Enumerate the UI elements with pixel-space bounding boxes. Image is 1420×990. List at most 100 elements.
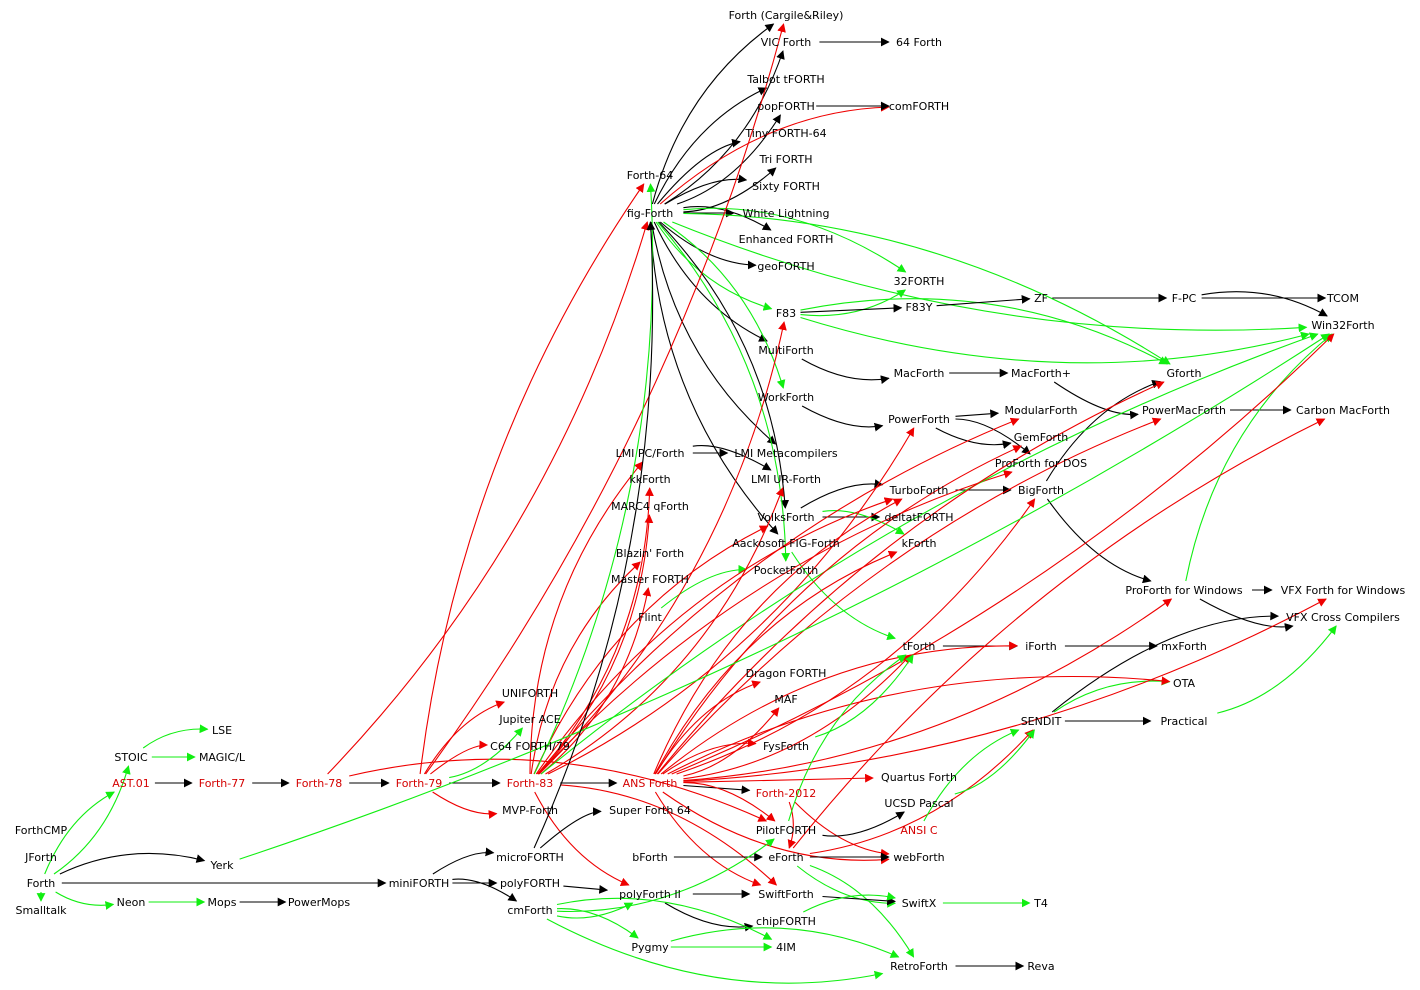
node-neon: Neon	[117, 896, 146, 909]
node-f4im: 4IM	[776, 941, 796, 954]
node-proforthwin: ProForth for Windows	[1125, 584, 1242, 597]
node-lmipc: LMI PC/Forth	[616, 447, 685, 460]
node-ansic: ANSI C	[900, 824, 937, 837]
node-reva: Reva	[1027, 960, 1054, 973]
edge-pygmy-to-retro	[670, 927, 900, 958]
edge-fig-to-popforth	[676, 114, 781, 205]
edge-practical-to-vfxcross	[1217, 625, 1337, 714]
edge-yerk-to-win32	[239, 333, 1330, 860]
edge-eforth-to-sendit	[809, 729, 1034, 855]
edge-forth2012-to-web	[794, 801, 890, 858]
node-tcom: TCOM	[1326, 292, 1359, 305]
edge-forth83-to-master	[540, 587, 652, 775]
edge-fig-to-win32	[672, 221, 1308, 333]
node-ota: OTA	[1173, 677, 1196, 690]
edge-pilot-to-tforth	[788, 654, 907, 822]
edge-forth-to-neon	[55, 891, 115, 910]
edge-forth83-to-win32	[540, 332, 1319, 775]
edge-lmipc-to-lmiur	[692, 445, 772, 471]
node-forth64: Forth-64	[627, 169, 673, 182]
node-smalltalk: Smalltalk	[15, 904, 67, 917]
edge-forth83-to-power	[547, 427, 915, 775]
node-forth78: Forth-78	[296, 777, 342, 790]
edge-fig-to-sixty	[664, 174, 748, 205]
node-lse: LSE	[212, 724, 232, 737]
node-f83y: F83Y	[905, 301, 932, 314]
node-dragon: Dragon FORTH	[746, 667, 827, 680]
edge-ans-to-gforth	[656, 381, 1165, 775]
node-powermops: PowerMops	[288, 896, 350, 909]
edge-ans-to-win32	[671, 333, 1335, 775]
node-micro: microFORTH	[496, 851, 564, 864]
node-lmimeta: LMI Metacompilers	[734, 447, 838, 460]
edge-fig-to-aackosoft	[649, 221, 779, 535]
node-mvp: MVP-Forth	[502, 804, 558, 817]
node-lmiur: LMI UR-Forth	[751, 473, 821, 486]
edge-forth79-to-mvp	[432, 791, 498, 819]
edge-multi-to-macforth	[801, 358, 890, 385]
edge-ans-to-big	[676, 498, 1036, 775]
node-fpc: F-PC	[1172, 292, 1197, 305]
edge-ans-to-maf	[683, 707, 780, 777]
node-magicl: MAGIC/L	[199, 751, 246, 764]
edge-f83-to-win32	[800, 316, 1310, 364]
node-powermac: PowerMacForth	[1142, 404, 1226, 417]
edge-forth79-to-forth64	[419, 183, 645, 775]
node-ucsd: UCSD Pascal	[884, 797, 953, 810]
node-f32: 32FORTH	[894, 275, 945, 288]
edge-fig-to-enhanced	[683, 206, 772, 231]
edge-flint-to-pocket	[660, 564, 748, 609]
node-vic-forth: VIC Forth	[761, 36, 811, 49]
edge-forth83-to-turbo	[535, 497, 894, 775]
node-swiftx: SwiftX	[902, 897, 937, 910]
edge-mini-to-cm	[452, 878, 518, 902]
edge-ans-to-tforth	[683, 654, 912, 780]
edge-forth83-to-marc4	[538, 514, 654, 775]
node-sendit: SENDIT	[1021, 715, 1062, 728]
edge-work-to-power	[801, 405, 884, 432]
node-t4: T4	[1033, 897, 1048, 910]
node-carbon: Carbon MacForth	[1296, 404, 1390, 417]
edge-forth-to-stoic	[53, 765, 131, 875]
edge-f83-to-f83y	[800, 303, 903, 313]
edge-micro-to-superforth	[539, 807, 602, 849]
node-sixty: Sixty FORTH	[752, 180, 820, 193]
edge-ans-to-proforthwin	[683, 598, 1173, 782]
node-ans: ANS Forth	[623, 777, 678, 790]
edge-fig-to-talbot	[653, 87, 768, 205]
node-yerk: Yerk	[210, 859, 235, 872]
edge-forth83-to-blazin	[530, 561, 641, 775]
node-mx: mxForth	[1161, 640, 1207, 653]
edge-forth83-to-polyii	[534, 791, 630, 886]
node-geo: geoFORTH	[757, 260, 814, 273]
node-talbot: Talbot tFORTH	[746, 73, 824, 86]
edge-forth79-to-c64	[430, 740, 489, 775]
edge-forth-to-yerk	[59, 852, 206, 875]
node-forth64c: 64 Forth	[896, 36, 942, 49]
edge-forth78-to-fig	[327, 221, 650, 775]
node-turbo: TurboForth	[889, 484, 949, 497]
edge-fig-to-geo	[659, 221, 757, 270]
node-iforth: iForth	[1025, 640, 1057, 653]
edge-fig-to-tiny	[657, 138, 741, 205]
node-proforthdos: ProForth for DOS	[995, 457, 1087, 470]
edge-sendit-to-ota	[1053, 676, 1171, 713]
edge-ans-to-swift	[654, 791, 762, 887]
edge-fig-to-volks	[658, 221, 790, 509]
node-cm: cmForth	[507, 904, 552, 917]
node-bforth: bForth	[632, 851, 667, 864]
node-fig: fig-Forth	[627, 207, 673, 220]
edge-ans-to-iforth	[660, 641, 1018, 775]
node-work: WorkForth	[758, 391, 814, 404]
node-big: BigForth	[1018, 484, 1064, 497]
edge-forth83-to-kk	[537, 487, 654, 775]
edge-forth79-to-forth-cargile	[425, 23, 786, 775]
node-forth79: Forth-79	[396, 777, 442, 790]
node-gforth: Gforth	[1167, 367, 1202, 380]
edge-ansic-to-sendit	[923, 728, 1020, 822]
edge-macforthp-to-powermac	[1053, 381, 1139, 420]
edge-forth83-to-lmipc	[529, 461, 644, 775]
edge-ans-to-powermac	[657, 417, 1162, 775]
